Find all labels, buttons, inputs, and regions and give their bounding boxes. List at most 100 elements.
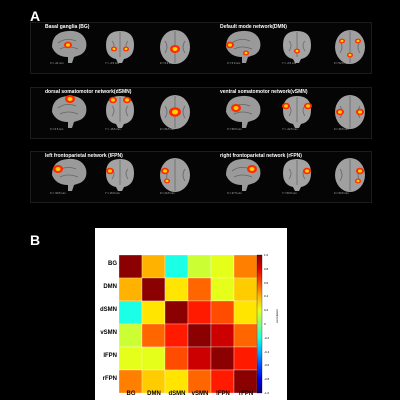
brain-slice-4-sag-icon [48,155,88,198]
coord-rfpn-y: Y = 50.5 mm [282,192,297,195]
colorbar-tick: 0.8 [264,266,269,271]
matrix-cell-BG-dSMN [164,254,189,279]
colorbar-tick: -0.2 [264,335,270,340]
network-title-vsmn: ventral somatomotor network(vSMN) [220,89,308,95]
brain-slice-1-ax-icon [330,27,370,70]
brain-slice-2-cor-icon [100,92,140,135]
matrix-cell-BG-rFPN [233,254,258,279]
row-label-dsmn: dSMN [100,307,117,313]
matrix-cell-vSMN-vSMN [187,323,212,348]
coord-lfpn-y: Y = 16.5 mm [105,192,120,195]
matrix-cell-rFPN-BG [118,369,143,394]
brain-slice-1-sag-icon [222,27,262,70]
matrix-cell-DMN-vSMN [187,277,212,302]
coord-dsmn-z: Z = 66.5 mm [160,128,175,131]
matrix-cell-dSMN-DMN [141,300,166,325]
matrix-cell-BG-DMN [141,254,166,279]
brain-slice-3-ax-icon [330,92,370,135]
matrix-cell-dSMN-BG [118,300,143,325]
correlation-matrix [118,254,263,394]
brain-slice-2-ax-icon [155,92,195,135]
matrix-cell-dSMN-vSMN [187,300,212,325]
colorbar-tick: -0.4 [264,349,270,354]
matrix-cell-dSMN-rFPN [233,300,258,325]
colorbar-tick: 0.6 [264,280,269,285]
row-label-lfpn: lFPN [103,353,117,359]
brain-slice-0-sag-icon [48,27,88,70]
coord-lfpn-z: Z = 24.5 mm [160,192,175,195]
matrix-cell-lFPN-rFPN [233,346,258,371]
coord-dmn-x: X = 5.0 mm [227,62,241,65]
brain-slice-4-cor-icon [100,155,140,198]
brain-slice-5-sag-icon [222,155,262,198]
matrix-cell-BG-BG [118,254,143,279]
matrix-cell-vSMN-BG [118,323,143,348]
network-title-dsmn: dorsal somatomotor network(dSMN) [45,89,132,95]
brain-slice-4-ax-icon [155,155,195,198]
matrix-cell-lFPN-dSMN [164,346,189,371]
col-label-bg: BG [126,391,136,397]
network-title-bg: Basal ganglia (BG) [45,24,90,30]
network-title-lfpn: left frontoparietal network (lFPN) [45,153,123,159]
col-label-lfpn: lFPN [216,391,230,397]
colorbar [256,254,263,394]
col-label-rfpn: rFPN [238,391,254,397]
col-label-dmn: DMN [147,391,161,397]
matrix-cell-DMN-rFPN [233,277,258,302]
network-title-rfpn: right frontoparietal network (rFPN) [220,153,302,159]
panel-label-a: A [30,8,41,24]
matrix-cell-rFPN-DMN [141,369,166,394]
matrix-cell-lFPN-BG [118,346,143,371]
col-label-dsmn: dSMN [168,391,186,397]
brain-slice-3-cor-icon [277,92,317,135]
coord-bg-z: Z = 5.0 mm [160,62,174,65]
colorbar-tick: 0 [264,322,266,326]
brain-slice-3-sag-icon [222,92,262,135]
brain-slice-0-cor-icon [100,27,140,70]
coord-dmn-z: Z = 52.5 mm [334,62,349,65]
matrix-cell-rFPN-lFPN [210,369,235,394]
matrix-cell-dSMN-dSMN [164,300,189,325]
network-row-3 [30,151,372,203]
brain-slice-2-sag-icon [48,92,88,135]
network-row-1 [30,22,372,74]
row-label-vsmn: vSMN [100,330,117,336]
brain-slice-1-cor-icon [277,27,317,70]
matrix-cell-vSMN-dSMN [164,323,189,348]
coord-bg-x: X = -21 mm [50,62,64,65]
coord-vsmn-x: X = 56.5 mm [227,128,242,131]
coord-rfpn-z: Z = 54.5 mm [334,192,349,195]
matrix-cell-DMN-DMN [141,277,166,302]
panel-label-b: B [30,232,41,248]
colorbar-title: correlation [275,308,279,323]
colorbar-tick: -0.8 [264,377,270,382]
coord-dsmn-x: X = 6.5 mm [50,128,64,131]
coord-dmn-y: Y = -2.5 mm [282,62,297,65]
coord-rfpn-x: X = 47.5 mm [227,192,242,195]
coord-lfpn-x: X = -50.5 mm [50,192,66,195]
brain-slice-5-ax-icon [330,155,370,198]
row-label-rfpn: rFPN [102,376,117,382]
matrix-cell-BG-lFPN [210,254,235,279]
matrix-cell-lFPN-DMN [141,346,166,371]
network-title-dmn: Default mode network(DMN) [220,24,287,30]
brain-slice-0-ax-icon [155,27,195,70]
matrix-cell-rFPN-vSMN [187,369,212,394]
matrix-cell-DMN-lFPN [210,277,235,302]
matrix-cell-DMN-dSMN [164,277,189,302]
matrix-cell-BG-vSMN [187,254,212,279]
matrix-cell-dSMN-lFPN [210,300,235,325]
colorbar-tick: 0.2 [264,308,269,313]
matrix-cell-vSMN-lFPN [210,323,235,348]
colorbar-tick: -0.6 [264,363,270,368]
correlation-matrix-panel: BG DMN dSMN vSMN lFPN rFPN BG DMN dSMN v… [95,228,287,400]
colorbar-tick: 0.4 [264,294,269,299]
colorbar-tick: 1.0 [264,253,269,257]
col-label-vsmn: vSMN [191,391,209,397]
matrix-cell-lFPN-lFPN [210,346,235,371]
coord-vsmn-z: Z = 30.5 mm [334,128,349,131]
row-label-bg: BG [108,261,117,267]
matrix-cell-vSMN-DMN [141,323,166,348]
row-label-dmn: DMN [103,284,117,290]
matrix-cell-rFPN-dSMN [164,369,189,394]
